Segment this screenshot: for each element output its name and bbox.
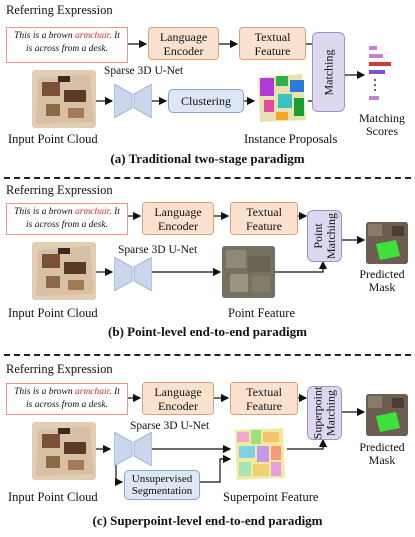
language-encoder-box-b: Language Encoder <box>142 202 214 235</box>
language-encoder-box: Language Encoder <box>148 27 219 60</box>
input-point-cloud-label-b: Input Point Cloud <box>8 306 98 320</box>
point-matching-label: Point Matching <box>310 213 338 259</box>
input-point-cloud-image <box>32 70 96 128</box>
backbone-label-c: Sparse 3D U-Net <box>130 420 210 432</box>
predicted-mask-icon-b <box>366 222 408 264</box>
expression-after: . It is across from a desk. <box>26 31 120 54</box>
instance-proposals-label: Instance Proposals <box>244 132 338 146</box>
matching-box: Matching <box>312 32 345 112</box>
caption-c: (c) Superpoint-level end-to-end paradigm <box>92 513 323 528</box>
matching-scores-label: Matching Scores <box>359 111 405 138</box>
referring-expression-heading: Referring Expression <box>6 3 113 17</box>
predicted-mask-image-b <box>366 222 408 264</box>
unet-icon-c <box>114 432 152 466</box>
superpoint-feature-icon <box>235 428 285 480</box>
room-scan-icon-b <box>36 246 94 296</box>
referring-expression-heading-c: Referring Expression <box>6 362 113 376</box>
expression-before-b: This is a brown <box>14 207 75 217</box>
textual-feature-box: Textual Feature <box>239 27 306 60</box>
unet-icon-b <box>114 257 152 291</box>
clustering-box: Clustering <box>168 89 244 113</box>
expression-before: This is a brown <box>14 31 75 41</box>
caption-a: (a) Traditional two-stage paradigm <box>110 151 305 166</box>
input-point-cloud-label: Input Point Cloud <box>8 132 98 146</box>
unsupervised-segmentation-box: Unsupervised Segmentation <box>124 470 200 500</box>
superpoint-matching-label: Superpoint Matching <box>310 386 338 440</box>
predicted-mask-icon-c <box>366 394 408 436</box>
referring-expression-text: This is a brown armchair. It is across f… <box>6 27 128 63</box>
input-point-cloud-label-c: Input Point Cloud <box>8 490 98 504</box>
expression-keyword-b: armchair <box>75 207 110 217</box>
backbone-label-b: Sparse 3D U-Net <box>118 244 198 256</box>
expression-after-c: . It is across from a desk. <box>26 387 120 410</box>
backbone-label: Sparse 3D U-Net <box>104 65 184 77</box>
point-feature-image <box>222 246 275 298</box>
predicted-mask-image-c <box>366 394 408 436</box>
matching-label: Matching <box>321 49 335 95</box>
superpoint-matching-box: Superpoint Matching <box>307 386 342 440</box>
language-encoder-box-c: Language Encoder <box>142 382 214 415</box>
referring-expression-text-b: This is a brown armchair. It is across f… <box>6 203 128 235</box>
matching-scores-chart <box>369 46 391 100</box>
room-scan-icon-c <box>36 426 94 476</box>
predicted-mask-label-b: Predicted Mask <box>359 267 405 294</box>
expression-keyword-c: armchair <box>75 387 110 397</box>
point-feature-label: Point Feature <box>228 306 296 320</box>
instance-proposals-image <box>256 72 308 124</box>
expression-before-c: This is a brown <box>14 387 75 397</box>
room-scan-icon <box>36 74 94 124</box>
divider-2 <box>4 354 411 356</box>
input-point-cloud-image-c <box>32 422 96 480</box>
input-point-cloud-image-b <box>32 242 96 300</box>
superpoint-feature-label: Superpoint Feature <box>223 490 319 504</box>
segmented-instances-icon <box>258 74 306 122</box>
referring-expression-text-c: This is a brown armchair. It is across f… <box>6 383 128 415</box>
divider-1 <box>4 177 411 179</box>
caption-b: (b) Point-level end-to-end paradigm <box>108 324 307 339</box>
referring-expression-heading-b: Referring Expression <box>6 183 113 197</box>
predicted-mask-label-c: Predicted Mask <box>359 440 405 467</box>
superpoint-feature-image <box>233 426 287 482</box>
textual-feature-box-c: Textual Feature <box>230 382 298 415</box>
unet-icon <box>114 84 152 118</box>
point-matching-box: Point Matching <box>307 210 342 262</box>
textual-feature-box-b: Textual Feature <box>230 202 298 235</box>
point-feature-icon <box>222 246 275 298</box>
expression-keyword: armchair <box>75 31 110 41</box>
expression-after-b: . It is across from a desk. <box>26 207 120 230</box>
